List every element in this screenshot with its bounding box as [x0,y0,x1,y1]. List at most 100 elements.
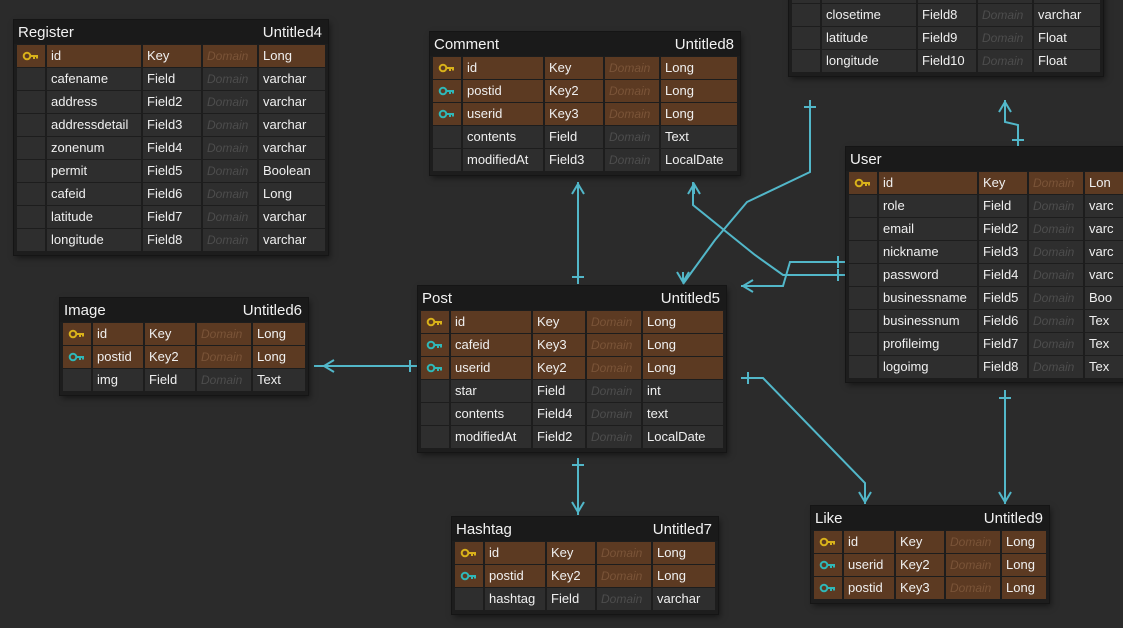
column-domain: Domain [605,149,659,171]
comment-many-marker [571,182,585,195]
column-domain: Domain [1029,287,1083,309]
column-name: modifiedAt [463,149,543,171]
column-name: star [451,380,531,402]
column-type: varchar [259,68,325,90]
column-type: Tex [1085,333,1123,355]
column-type: varchar [259,206,325,228]
column-type: Long [661,80,737,102]
column-type: LocalDate [643,426,723,448]
column-name: latitude [47,206,141,228]
column-name: cafeid [47,183,141,205]
column-name: id [879,172,977,194]
key-cell [17,114,45,136]
table-name: Image [64,301,106,319]
column-type: Float [1034,27,1100,49]
key-cell [17,137,45,159]
key-cell [421,357,449,379]
key-cell [792,0,820,3]
key-cell [849,287,877,309]
column-name: businessnum [879,310,977,332]
table-header[interactable]: UserUn [846,147,1123,171]
table-rows: opentimeField7DomainvarcharclosetimeFiel… [789,0,1103,76]
key-cell [849,241,877,263]
column-field: Field6 [979,310,1027,332]
column-domain: Domain [197,323,251,345]
table-user[interactable]: UserUnidKeyDomainLonroleFieldDomainvarce… [846,147,1123,382]
primary-key-icon [460,548,476,558]
column-domain: Domain [978,50,1032,72]
table-cafe[interactable]: opentimeField7DomainvarcharclosetimeFiel… [789,0,1103,76]
column-name: profileimg [879,333,977,355]
link-cafe-user [1004,100,1019,147]
table-alias: Untitled9 [983,509,1043,527]
like-many-marker [858,491,872,504]
foreign-key-icon [438,109,454,119]
column-field: Field6 [143,183,201,205]
column-domain: Domain [1029,264,1083,286]
column-name: businessname [879,287,977,309]
column-domain: Domain [1029,241,1083,263]
column-domain: Domain [597,588,651,610]
column-type: varc [1085,264,1123,286]
column-domain: Domain [197,369,251,391]
table-row[interactable]: opentimeField7Domainvarchar [792,0,1100,3]
column-field: Field [145,369,195,391]
key-cell [814,554,842,576]
